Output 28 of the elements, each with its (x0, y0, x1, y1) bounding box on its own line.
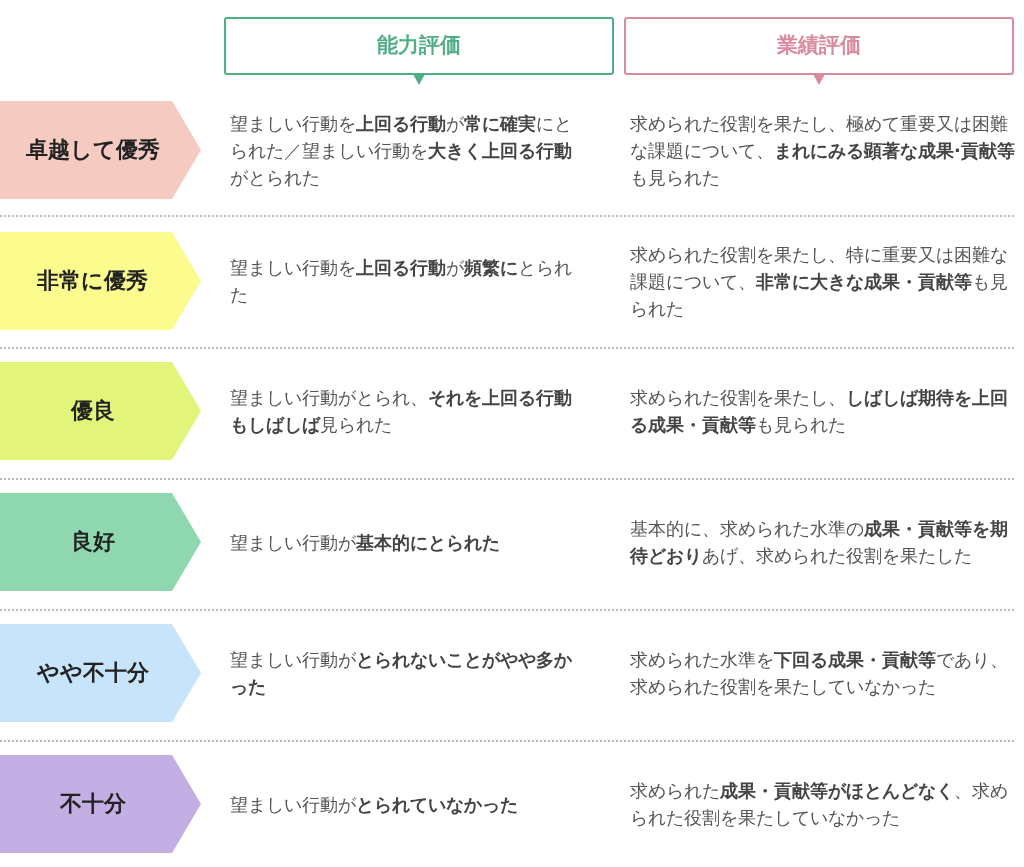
rating-band (0, 493, 201, 591)
rating-band (0, 624, 201, 722)
evaluation-text: 望ましい行動がとられないことがやや多かった (230, 648, 573, 699)
rating-label: 非常に優秀 (36, 267, 149, 295)
evaluation-text: 望ましい行動がとられていなかった (230, 792, 519, 817)
column-heading: 業績評価 (776, 32, 862, 59)
rating-band (0, 755, 201, 853)
evaluation-text: 求められた役割を果たし、極めて重要又は困難な課題について、まれにみる顕著な成果·貢献等も見られた (630, 111, 1015, 190)
rating-band (0, 101, 201, 199)
rating-label: やや不十分 (35, 659, 150, 687)
rating-label: 卓越して優秀 (24, 136, 161, 164)
header-tab (224, 17, 614, 75)
rating-band (0, 362, 201, 460)
evaluation-text: 望ましい行動を上回る行動が頻繁にとられた (230, 256, 573, 307)
rating-label: 不十分 (58, 790, 127, 818)
evaluation-text: 望ましい行動が基本的にとられた (230, 530, 501, 555)
evaluation-text: 求められた役割を果たし、しばしば期待を上回る成果・貢献等も見られた (630, 386, 1009, 437)
column-heading: 能力評価 (376, 32, 462, 59)
header-tab (624, 17, 1014, 75)
rating-label: 優良 (69, 397, 116, 425)
evaluation-text: 求められた成果・貢献等がほとんどなく、求められた役割を果たしていなかった (630, 779, 1009, 830)
evaluation-text: 望ましい行動を上回る行動が常に確実にとられた／望ましい行動を大きく上回る行動がとられた (230, 111, 573, 190)
evaluation-text: 基本的に、求められた水準の成果・貢献等を期待どおりあげ、求められた役割を果たした (630, 517, 1009, 568)
rating-band (0, 232, 201, 330)
rating-label: 良好 (69, 528, 116, 556)
evaluation-text: 望ましい行動がとられ、それを上回る行動もしばしば見られた (230, 386, 573, 437)
evaluation-text: 求められた役割を果たし、特に重要又は困難な課題について、非常に大きな成果・貢献等も見られた (630, 242, 1009, 321)
evaluation-text: 求められた水準を下回る成果・貢献等であり、求められた役割を果たしていなかった (630, 648, 1009, 699)
